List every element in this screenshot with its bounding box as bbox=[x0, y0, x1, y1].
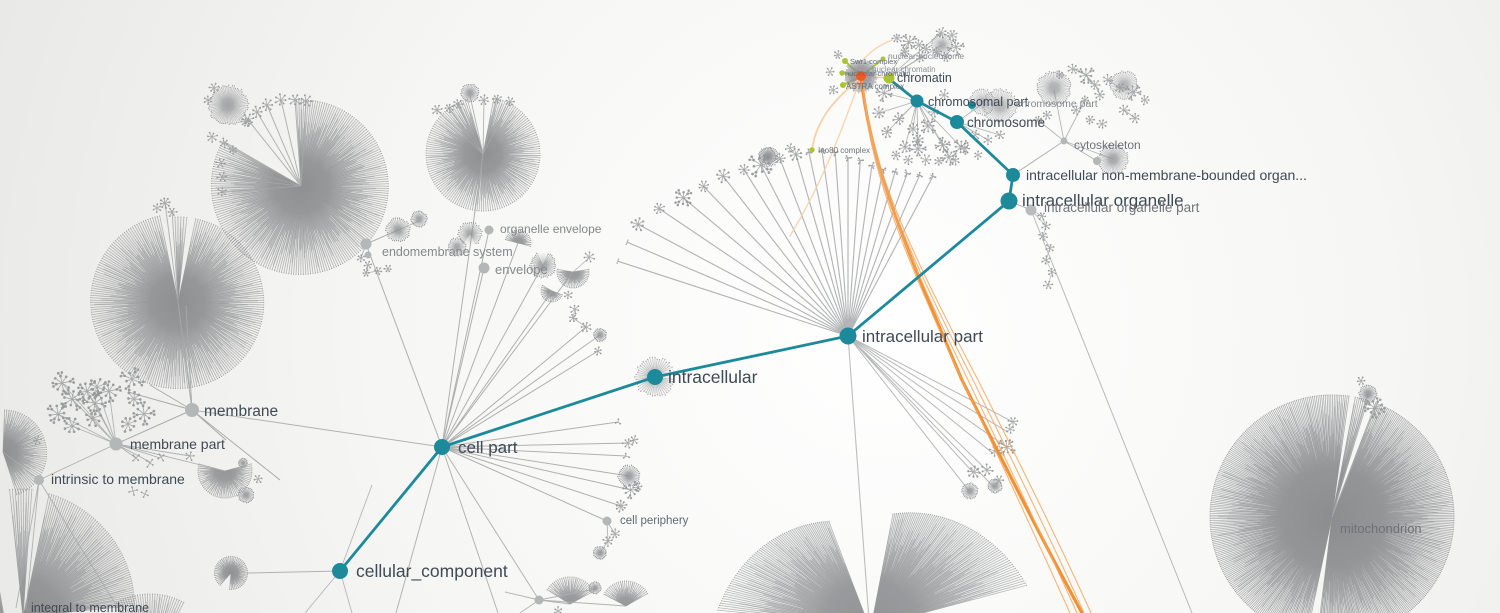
svg-text:chromatin: chromatin bbox=[897, 71, 952, 85]
svg-text:intracellular organelle part: intracellular organelle part bbox=[1044, 200, 1200, 215]
svg-text:integral to membrane: integral to membrane bbox=[31, 601, 149, 613]
svg-text:intrinsic to membrane: intrinsic to membrane bbox=[51, 471, 185, 487]
svg-text:chromosomal part: chromosomal part bbox=[928, 95, 1029, 109]
svg-text:ASTRA complex: ASTRA complex bbox=[846, 82, 904, 91]
svg-text:cell periphery: cell periphery bbox=[620, 515, 689, 527]
svg-text:intracellular non-membrane-bou: intracellular non-membrane-bounded organ… bbox=[1026, 167, 1307, 183]
svg-text:chromosome part: chromosome part bbox=[1016, 98, 1098, 110]
svg-text:Ino80 complex: Ino80 complex bbox=[818, 146, 870, 155]
svg-text:Swr1 complex: Swr1 complex bbox=[850, 57, 897, 66]
svg-text:nuclear chromatin: nuclear chromatin bbox=[872, 65, 936, 74]
svg-text:envelope: envelope bbox=[495, 262, 548, 277]
svg-text:intracellular organelle: intracellular organelle bbox=[1022, 191, 1184, 210]
svg-text:nucleolar chromatin: nucleolar chromatin bbox=[845, 69, 910, 78]
svg-text:mitochondrion: mitochondrion bbox=[1340, 521, 1422, 536]
svg-text:endomembrane system: endomembrane system bbox=[382, 245, 513, 259]
svg-text:organelle envelope: organelle envelope bbox=[500, 222, 602, 236]
svg-text:membrane part: membrane part bbox=[130, 436, 225, 452]
svg-text:cytoskeleton: cytoskeleton bbox=[1074, 138, 1141, 152]
svg-text:nuclear nucleosome: nuclear nucleosome bbox=[888, 51, 964, 61]
svg-text:cellular_component: cellular_component bbox=[356, 561, 508, 582]
svg-text:chromosome: chromosome bbox=[967, 115, 1045, 130]
svg-text:intracellular: intracellular bbox=[668, 367, 758, 387]
svg-text:cell part: cell part bbox=[458, 438, 518, 457]
svg-text:membrane: membrane bbox=[204, 403, 278, 420]
svg-text:intracellular part: intracellular part bbox=[862, 327, 983, 346]
